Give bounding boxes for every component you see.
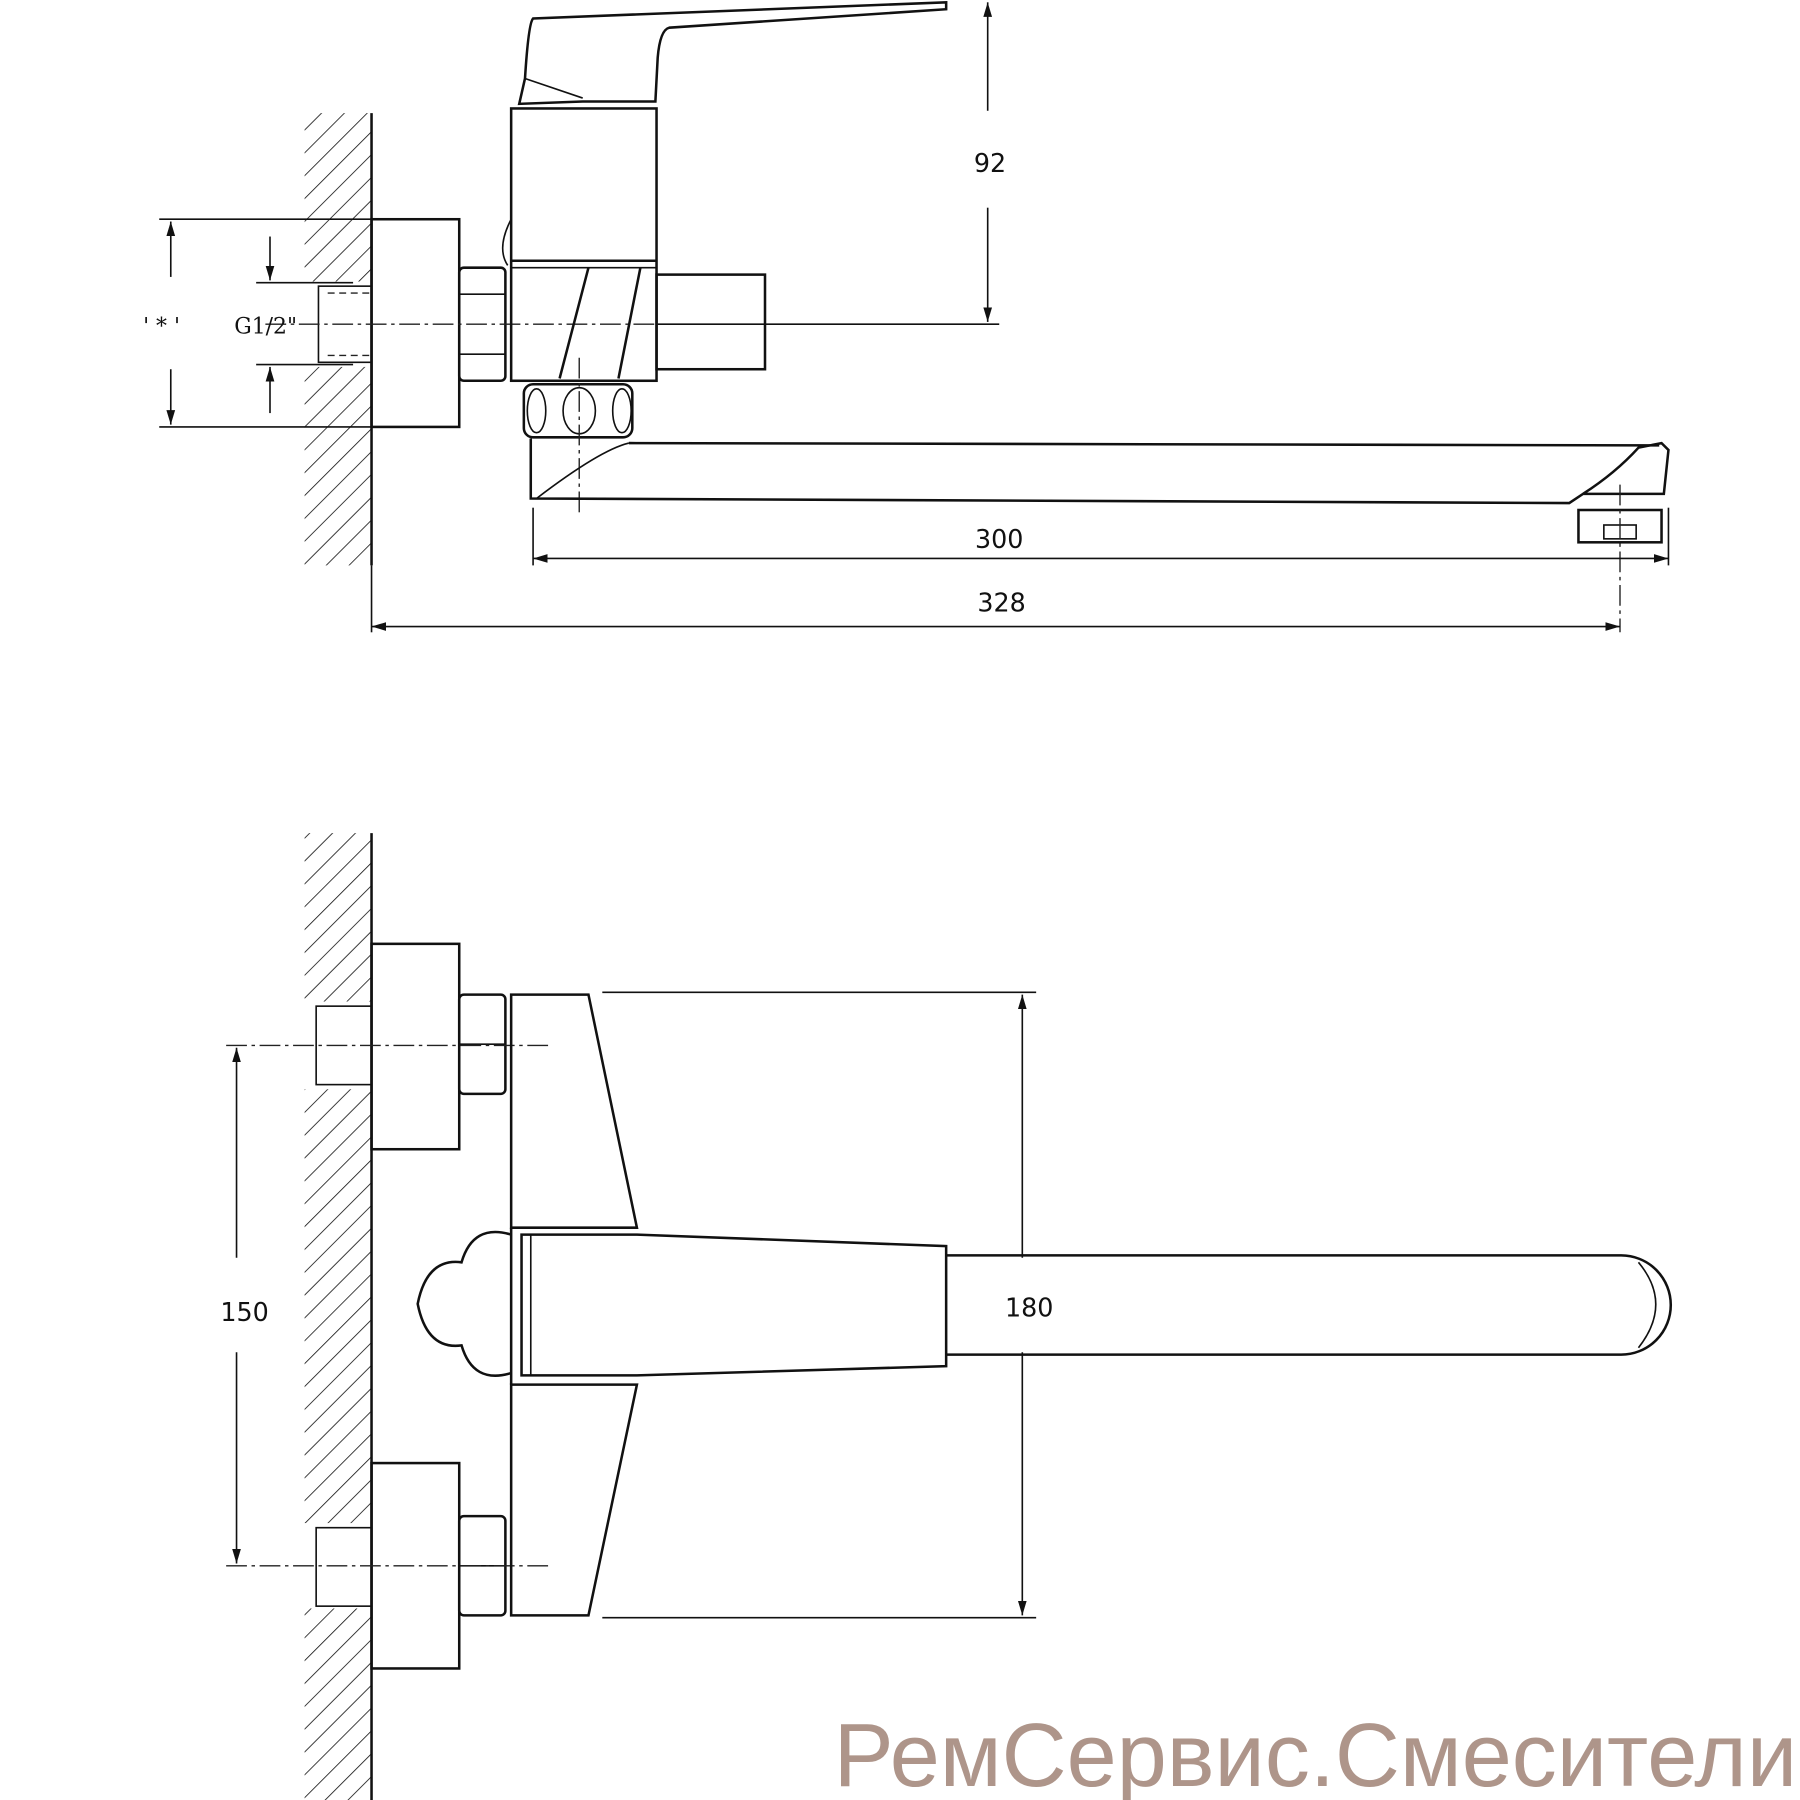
wall-flange: [370, 217, 461, 429]
dim-inlet-spacing: 150: [220, 1297, 268, 1327]
dim-eccentric-note: ' * ': [143, 314, 180, 339]
watermark: РемСервис.Смесители: [834, 1706, 1797, 1800]
dimension-lines-top: [232, 991, 1037, 1619]
dim-thread: G1/2": [234, 314, 297, 339]
flange-lower: [226, 1461, 550, 1670]
side-view: 92 300 328 G1/2" ' * ': [143, 0, 1670, 633]
mixer-body-top: [416, 993, 948, 1617]
flange-upper: [226, 942, 550, 1151]
spout-top: [946, 1254, 1672, 1356]
wall-hatch-bottom: [304, 833, 373, 1800]
dim-body-height: 180: [1005, 1293, 1053, 1323]
dim-total-projection: 328: [977, 588, 1025, 618]
swivel-ring: [522, 357, 634, 514]
dimension-lines-side: [159, 2, 1670, 633]
dim-spout-length: 300: [975, 524, 1023, 554]
top-view: 180 150: [220, 833, 1672, 1800]
dim-handle-height: 92: [974, 148, 1006, 178]
mixer-body: [501, 107, 767, 383]
wall-hatch-top: [304, 113, 373, 566]
handle-lever: [517, 0, 948, 106]
spout: [529, 438, 1670, 633]
